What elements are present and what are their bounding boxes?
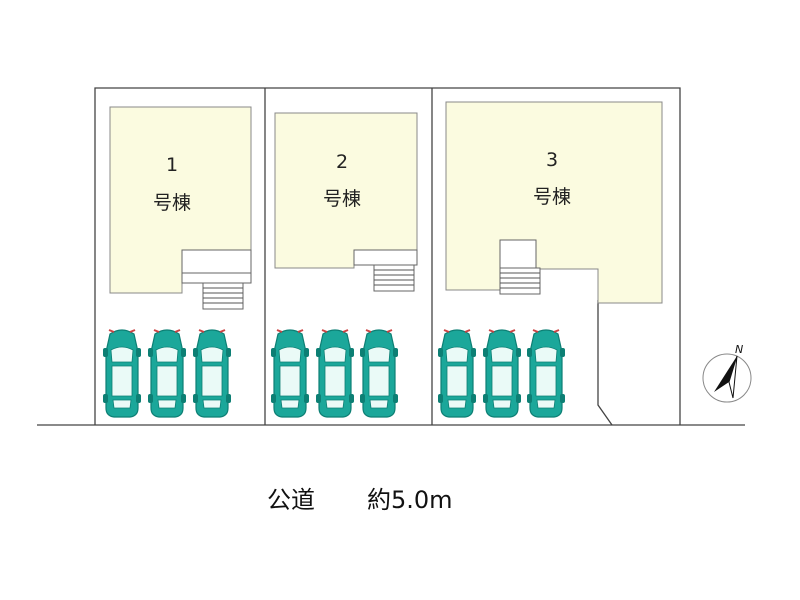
car-icon	[482, 329, 522, 418]
car-icon	[526, 329, 566, 418]
car-icon	[102, 329, 142, 418]
car-icon	[437, 329, 477, 418]
north-arrow-icon: N	[702, 343, 752, 403]
building-1-label: 号棟	[153, 192, 191, 214]
car-icon	[359, 329, 399, 418]
car-icon	[147, 329, 187, 418]
building-2-number: 2	[336, 151, 348, 173]
road-width: 約5.0m	[367, 486, 453, 514]
building-1-number: 1	[166, 154, 178, 176]
building-3-number: 3	[546, 149, 558, 171]
car-icon	[270, 329, 310, 418]
stairs-icon	[499, 267, 541, 295]
lot-2: 2 号棟	[270, 112, 418, 418]
car-icon	[192, 329, 232, 418]
compass-north-label: N	[735, 343, 743, 356]
stairs-icon	[373, 264, 415, 292]
stairs-icon	[202, 282, 244, 310]
lot-3: 3 号棟	[437, 101, 663, 418]
building-2-label: 号棟	[323, 188, 361, 210]
lot-1: 1 号棟	[102, 106, 252, 418]
building-3-label: 号棟	[533, 186, 571, 208]
lot-boundaries	[94, 87, 681, 426]
building-2-entrance	[353, 249, 418, 266]
building-3-entrance	[499, 239, 537, 271]
building-1-entrance	[181, 249, 252, 274]
car-icon	[315, 329, 355, 418]
road-label: 公道	[267, 486, 315, 514]
